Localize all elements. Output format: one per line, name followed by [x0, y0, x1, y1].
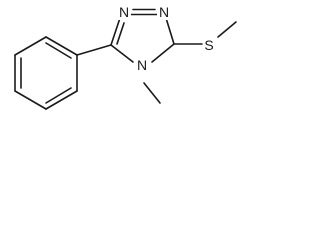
atom-n4: N — [137, 57, 147, 73]
phenyl-bond-2 — [14, 36, 47, 56]
bond-s-ch3 — [217, 21, 237, 38]
phenyl-bond-5 — [45, 90, 78, 110]
phenyl-inner-3 — [45, 87, 72, 104]
atom-s: S — [204, 37, 213, 53]
bond-c3-n4 — [151, 43, 175, 63]
bond-c5-phenyl — [76, 44, 112, 56]
phenyl-bond-4 — [14, 90, 47, 110]
bond-c5-n1 — [110, 17, 121, 46]
atom-labels: N N N S — [117, 3, 216, 73]
phenyl-inner-1 — [45, 42, 72, 59]
bond-c5-n1-second — [116, 22, 125, 45]
bond-n4-ch3 — [143, 82, 161, 104]
molecule-structure: N N N S — [14, 3, 237, 110]
methylthio-bonds — [173, 21, 237, 45]
phenyl-bonds — [14, 36, 112, 110]
bond-n4-c5 — [110, 44, 134, 63]
atom-n1: N — [119, 4, 129, 20]
triazole-ring-bonds — [110, 8, 175, 63]
bond-n2-c3 — [165, 17, 175, 45]
phenyl-bond-1 — [45, 36, 78, 56]
atom-n2: N — [159, 4, 169, 20]
n-methyl-bond — [143, 82, 161, 104]
